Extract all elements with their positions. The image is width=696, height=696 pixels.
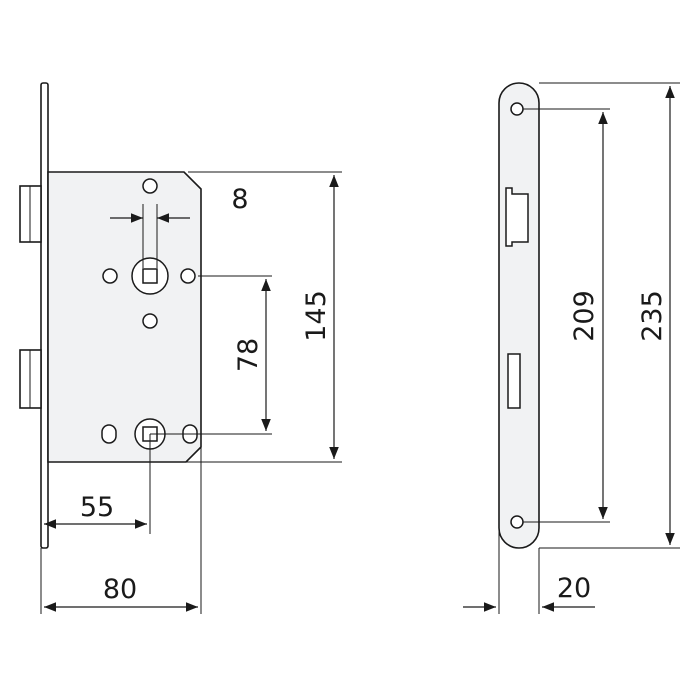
faceplate-edge bbox=[40, 82, 49, 549]
dim-label-80: 80 bbox=[103, 574, 137, 605]
latch-opening bbox=[505, 187, 529, 247]
dim-label-20: 20 bbox=[557, 573, 591, 604]
faceplate-screw-top bbox=[510, 102, 524, 116]
screw-hole-right bbox=[180, 268, 196, 284]
dim-label-78: 78 bbox=[233, 338, 264, 372]
side-view: 209 235 20 bbox=[463, 82, 680, 614]
dim-label-209: 209 bbox=[569, 290, 600, 342]
fixing-slot-left bbox=[101, 424, 117, 444]
faceplate-screw-bottom bbox=[510, 515, 524, 529]
dim-label-8: 8 bbox=[231, 184, 248, 215]
dim-label-55: 55 bbox=[80, 492, 114, 523]
spindle-square-icon bbox=[142, 268, 158, 284]
front-view: 8 78 145 55 80 bbox=[19, 82, 342, 614]
dim-label-145: 145 bbox=[301, 290, 332, 342]
deadbolt-opening bbox=[507, 353, 521, 409]
lock-case bbox=[47, 171, 202, 463]
faceplate bbox=[498, 82, 540, 549]
screw-hole-top bbox=[142, 178, 158, 194]
dim-label-235: 235 bbox=[637, 290, 668, 342]
screw-hole-left bbox=[102, 268, 118, 284]
screw-hole-mid bbox=[142, 313, 158, 329]
